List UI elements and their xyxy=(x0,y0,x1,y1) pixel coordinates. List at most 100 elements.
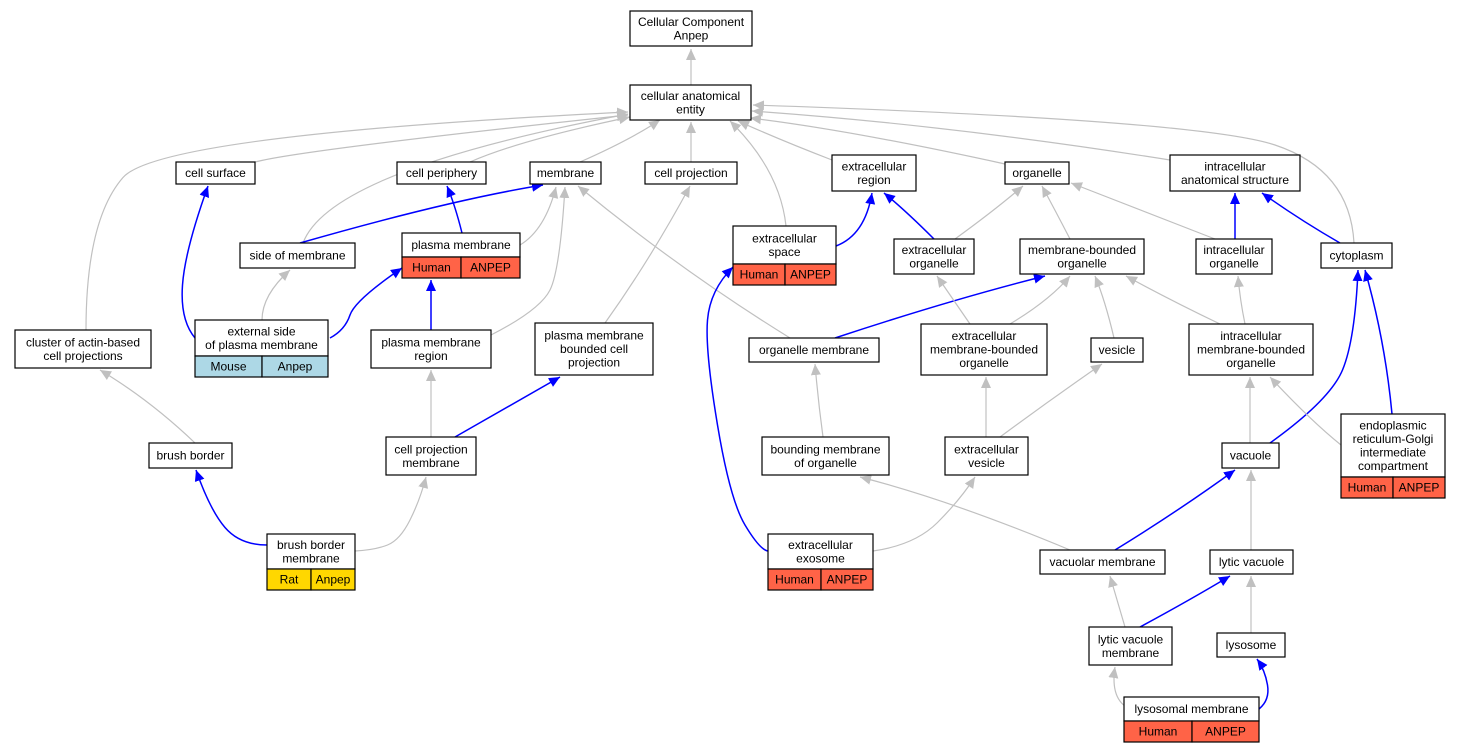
node-organelle_membrane[interactable]: organelle membrane xyxy=(748,337,880,363)
node-label-line: intracellular xyxy=(1204,159,1265,173)
node-label-line: region xyxy=(414,349,447,363)
node-side_of_membrane[interactable]: side of membrane xyxy=(239,242,356,269)
edge-organelle_membrane-part_of-mbo xyxy=(834,273,1046,339)
node-label-line: membrane xyxy=(282,551,340,565)
node-box xyxy=(1320,242,1393,269)
species-cell: Human xyxy=(412,261,451,275)
gene-cell-box xyxy=(261,355,329,378)
node-box xyxy=(529,161,602,185)
edge-lysosomal_membrane-part_of-lysosome xyxy=(1256,658,1269,710)
node-label-line: lytic vacuole xyxy=(1219,555,1285,569)
node-label-line: projection xyxy=(568,356,620,370)
node-label-line: of organelle xyxy=(794,456,857,470)
node-box xyxy=(944,436,1029,476)
node-label-line: cell periphery xyxy=(406,166,477,180)
node-label-line: intracellular xyxy=(1220,329,1281,343)
node-vacuole[interactable]: vacuole xyxy=(1221,442,1280,469)
node-vesicle[interactable]: vesicle xyxy=(1090,337,1144,363)
node-box xyxy=(1195,238,1273,275)
edge-ias-is_a-cae xyxy=(751,106,1171,161)
node-box xyxy=(748,337,880,363)
gene-cell: Anpep xyxy=(316,573,351,587)
node-box xyxy=(893,238,975,275)
edge-lv_membrane-is_a-vacuolar_membrane xyxy=(1108,575,1126,628)
edge-ext_mbo-is_a-extracellular_organelle xyxy=(936,275,971,325)
node-membrane[interactable]: membrane xyxy=(529,161,602,185)
node-label-line: exosome xyxy=(796,551,845,565)
node-label-line: of plasma membrane xyxy=(205,338,318,352)
gene-cell: Anpep xyxy=(278,360,313,374)
node-box xyxy=(1090,337,1144,363)
node-label-line: intracellular xyxy=(1203,243,1264,257)
edge-vesicle-is_a-mbo xyxy=(1094,275,1115,339)
node-lysosome[interactable]: lysosome xyxy=(1216,632,1286,658)
node-box xyxy=(1004,161,1070,185)
edge-bounding_membrane-is_a-organelle_membrane xyxy=(810,363,824,438)
node-box xyxy=(1019,238,1145,275)
node-label-line: compartment xyxy=(1358,459,1429,473)
node-label-line: lytic vacuole xyxy=(1098,632,1164,646)
edge-pm_region-is_a-membrane xyxy=(490,186,570,336)
node-box xyxy=(732,225,837,265)
node-cytoplasm[interactable]: cytoplasm xyxy=(1320,242,1393,269)
edge-pm_bounded-is_a-cell_projection xyxy=(604,185,691,324)
node-box xyxy=(175,161,256,185)
node-cell_surface[interactable]: cell surface xyxy=(175,161,256,185)
node-box xyxy=(148,442,233,469)
node-label-line: cytoplasm xyxy=(1329,249,1383,263)
species-cell: Rat xyxy=(280,573,299,587)
node-label-line: vesicle xyxy=(968,456,1005,470)
node-label-line: side of membrane xyxy=(249,249,345,263)
gene-cell-box xyxy=(1191,720,1260,743)
node-vacuolar_membrane[interactable]: vacuolar membrane xyxy=(1039,549,1166,575)
edge-ext_mbo-is_a-mbo xyxy=(1009,275,1071,325)
edge-vacuole-part_of-cytoplasm xyxy=(1269,269,1363,444)
node-brush_border[interactable]: brush border xyxy=(148,442,233,469)
node-box xyxy=(629,84,752,121)
node-cell_projection[interactable]: cell projection xyxy=(644,161,738,185)
edge-extracellular_region-is_a-cae xyxy=(737,120,833,161)
species-cell: Human xyxy=(775,573,814,587)
node-organelle[interactable]: organelle xyxy=(1004,161,1070,185)
node-label-line: brush border xyxy=(156,449,224,463)
node-label-line: membrane-bounded xyxy=(1197,343,1305,357)
node-lytic_vacuole[interactable]: lytic vacuole xyxy=(1209,549,1294,575)
gene-cell-box xyxy=(1392,476,1446,499)
species-cell: Human xyxy=(740,268,779,282)
node-box xyxy=(1221,442,1280,469)
node-box xyxy=(1340,413,1446,478)
node-label-line: extracellular xyxy=(902,243,967,257)
species-cell: Human xyxy=(1139,725,1178,739)
edge-organelle-is_a-cae xyxy=(749,114,1006,165)
node-label-line: membrane xyxy=(537,166,595,180)
node-label-line: bounded cell xyxy=(560,342,628,356)
node-label-line: organelle xyxy=(1209,256,1259,270)
edge-external_side-part_of-plasma_membrane xyxy=(329,267,403,339)
node-box xyxy=(401,232,521,258)
node-cell_periphery[interactable]: cell periphery xyxy=(396,161,487,185)
node-ergic[interactable]: endoplasmicreticulum-Golgiintermediateco… xyxy=(1340,413,1446,499)
